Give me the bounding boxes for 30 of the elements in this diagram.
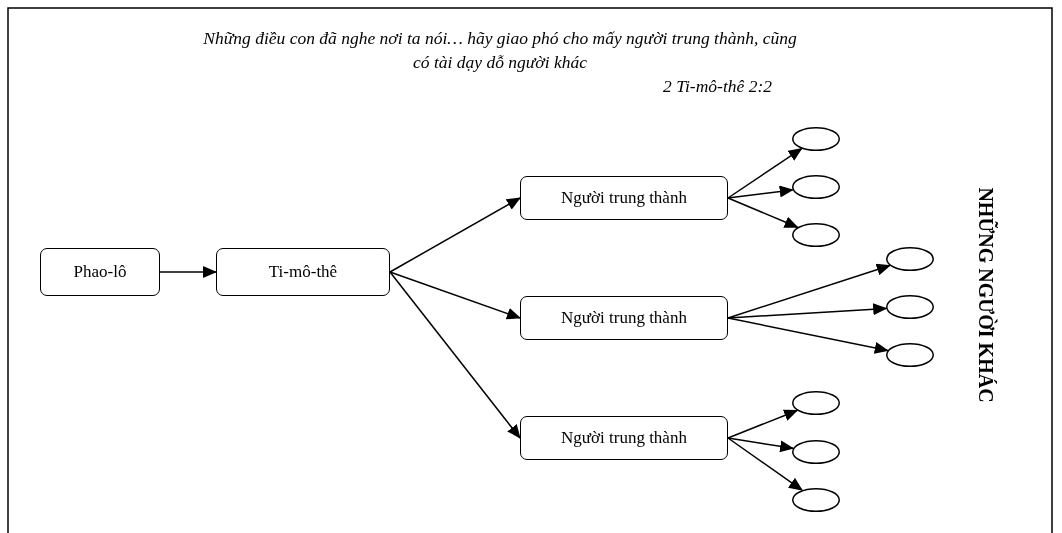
empty-ellipse: [792, 175, 840, 199]
process-box: Ti-mô-thê: [216, 248, 390, 296]
empty-ellipse: [792, 223, 840, 247]
arrow: [727, 437, 795, 453]
arrow: [727, 303, 888, 319]
arrow: [727, 409, 799, 439]
arrow: [727, 263, 891, 319]
arrow: [389, 271, 521, 439]
empty-ellipse: [886, 295, 934, 319]
arrow: [727, 185, 794, 199]
arrow: [389, 271, 521, 320]
arrow: [727, 197, 799, 229]
arrow: [159, 266, 217, 278]
empty-ellipse: [792, 488, 840, 512]
empty-ellipse: [886, 343, 934, 367]
empty-ellipse: [886, 247, 934, 271]
empty-ellipse: [792, 391, 840, 415]
arrow: [389, 197, 521, 273]
arrow: [727, 437, 803, 491]
arrow: [727, 147, 803, 199]
empty-ellipse: [792, 127, 840, 151]
arrow: [727, 317, 889, 354]
process-box: Người trung thành: [520, 176, 728, 220]
quote-text: Những điều con đã nghe nơi ta nói… hãy giao phó cho mấy người trung thành, cũng có tài dạy dỗ người khác: [202, 27, 798, 74]
process-box: Phao-lô: [40, 248, 160, 296]
reference-text: 2 Ti-mô-thê 2:2: [662, 76, 772, 97]
process-box: Người trung thành: [520, 296, 728, 340]
empty-ellipse: [792, 440, 840, 464]
vertical-heading: NHỮNG NGƯỜI KHÁC: [973, 187, 997, 403]
process-box: Người trung thành: [520, 416, 728, 460]
